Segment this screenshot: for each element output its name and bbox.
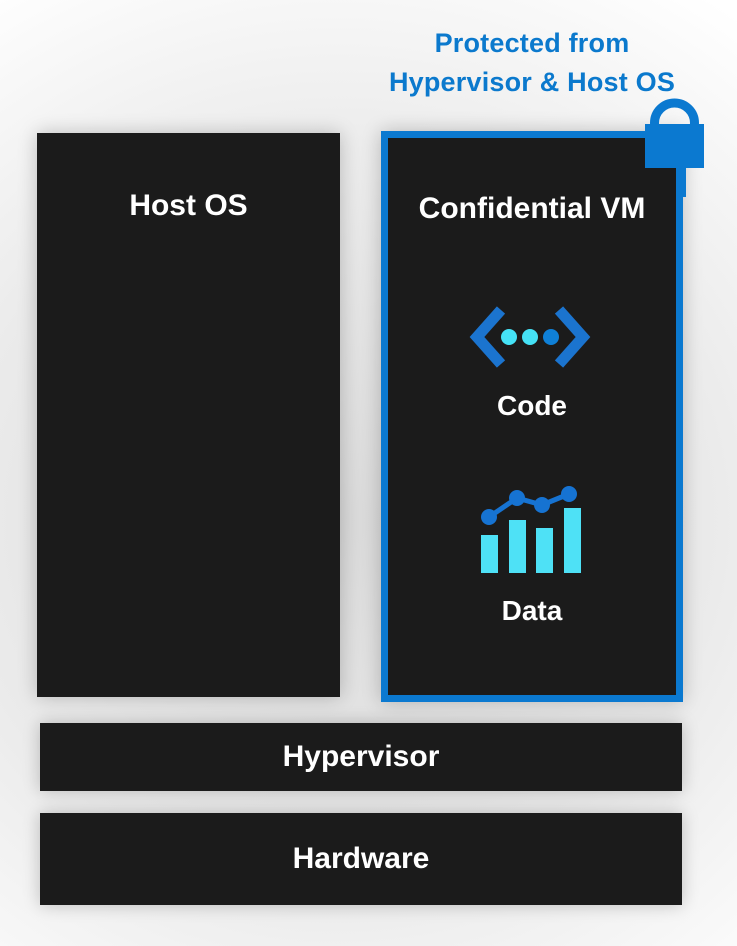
chart-bar-4 xyxy=(564,508,581,573)
code-label: Code xyxy=(497,390,567,421)
code-brackets-icon xyxy=(469,306,591,368)
protection-caption-line2: Hypervisor & Host OS xyxy=(388,67,676,97)
confidential-vm-box: Confidential VM Code Data xyxy=(381,131,683,702)
trend-dot-1 xyxy=(481,509,497,525)
chart-bar-1 xyxy=(481,535,498,573)
code-dot-3 xyxy=(543,329,559,345)
host-os-box: Host OS xyxy=(37,133,340,697)
confidential-vm-label: Confidential VM xyxy=(418,192,646,225)
trend-line xyxy=(487,491,570,520)
lock-body xyxy=(645,124,704,168)
data-label: Data xyxy=(501,595,563,626)
code-dot-2 xyxy=(522,329,538,345)
code-dot-1 xyxy=(501,329,517,345)
protection-caption-line1: Protected from xyxy=(434,28,630,58)
left-angle-bracket xyxy=(469,306,506,368)
chart-bar-3 xyxy=(536,528,553,573)
lock-stem xyxy=(677,168,686,197)
bar-chart-trend-icon xyxy=(481,486,581,573)
hardware-label: Hardware xyxy=(292,842,430,875)
trend-dot-2 xyxy=(509,490,525,506)
hypervisor-bar: Hypervisor xyxy=(40,723,682,791)
hardware-bar: Hardware xyxy=(40,813,682,905)
protection-caption: Protected from Hypervisor & Host OS xyxy=(357,24,707,102)
chart-bar-2 xyxy=(509,520,526,573)
right-angle-bracket xyxy=(554,306,591,368)
lock-icon xyxy=(645,98,704,197)
hypervisor-label: Hypervisor xyxy=(282,740,440,773)
host-os-label: Host OS xyxy=(129,189,248,222)
trend-dot-4 xyxy=(561,486,577,502)
trend-dot-3 xyxy=(534,497,550,513)
